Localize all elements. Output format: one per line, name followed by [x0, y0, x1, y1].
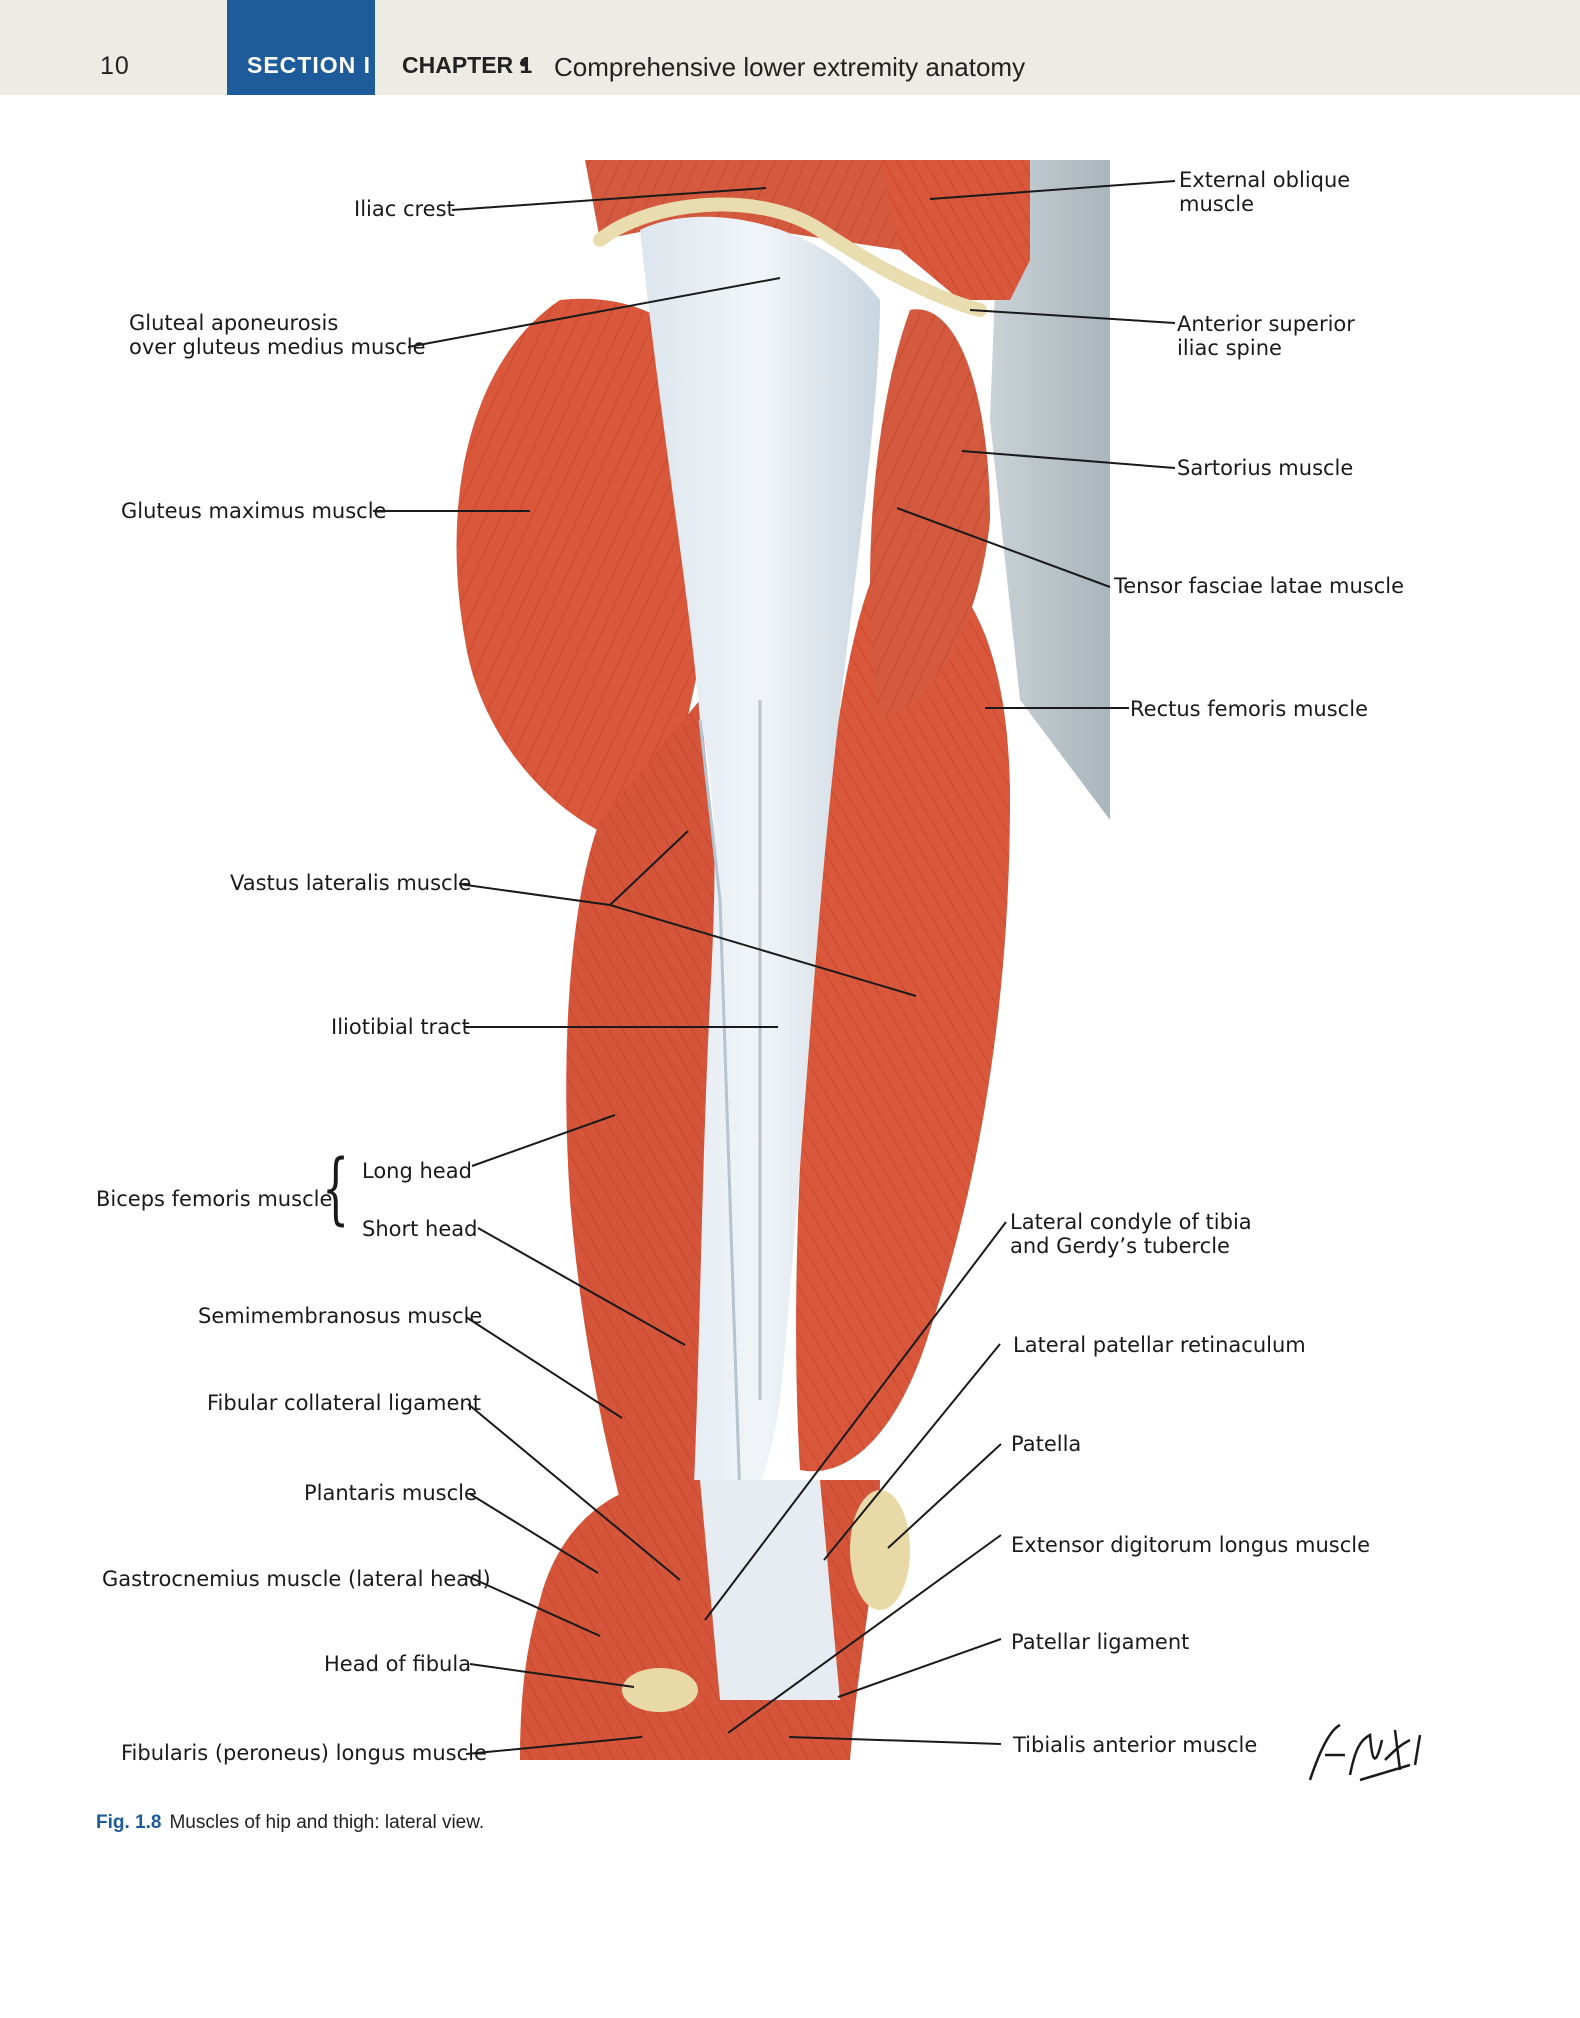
label-tibialis-anterior: Tibialis anterior muscle: [1013, 1733, 1258, 1757]
figure-number: Fig. 1.8: [96, 1812, 162, 1833]
label-lateral-patellar-retinaculum: Lateral patellar retinaculum: [1013, 1333, 1306, 1357]
label-semimembranosus: Semimembranosus muscle: [198, 1304, 483, 1328]
label-extensor-digitorum: Extensor digitorum longus muscle: [1011, 1533, 1370, 1557]
leader-lines: [373, 180, 1176, 1755]
label-external-oblique-1: External oblique: [1179, 168, 1351, 192]
section-label: SECTION I: [247, 52, 372, 78]
label-fibularis-longus: Fibularis (peroneus) longus muscle: [121, 1741, 487, 1765]
header-bullet: •: [519, 50, 528, 77]
label-iliotibial-tract: Iliotibial tract: [331, 1015, 470, 1039]
patella-bone: [850, 1490, 910, 1610]
iliac-crest: [593, 197, 987, 317]
label-vastus-lateralis: Vastus lateralis muscle: [230, 871, 472, 895]
label-biceps-femoris: Biceps femoris muscle: [96, 1187, 333, 1211]
page-number: 10: [100, 52, 130, 80]
netter-signature: [1308, 1723, 1422, 1782]
chapter-title: Comprehensive lower extremity anatomy: [554, 52, 1026, 82]
label-tensor-fasciae-latae: Tensor fasciae latae muscle: [1114, 574, 1405, 598]
label-lateral-condyle-1: Lateral condyle of tibia: [1010, 1210, 1252, 1234]
label-asis-2: iliac spine: [1177, 336, 1282, 360]
label-lateral-condyle-2: and Gerdy’s tubercle: [1010, 1234, 1230, 1258]
chapter-label: CHAPTER 1: [402, 52, 533, 78]
section-tab: [227, 0, 375, 95]
label-patella: Patella: [1011, 1432, 1082, 1456]
patellar-ligament-shape: [700, 1480, 840, 1700]
label-head-of-fibula: Head of fibula: [324, 1652, 472, 1676]
label-iliac-crest: Iliac crest: [354, 197, 455, 221]
label-short-head: Short head: [362, 1217, 478, 1241]
label-fibular-collateral: Fibular collateral ligament: [207, 1391, 481, 1415]
label-rectus-femoris: Rectus femoris muscle: [1130, 697, 1368, 721]
label-gastrocnemius: Gastrocnemius muscle (lateral head): [102, 1567, 491, 1591]
figure-caption-text: Muscles of hip and thigh: lateral view.: [169, 1812, 485, 1833]
label-asis-1: Anterior superior: [1177, 312, 1355, 336]
abdominal-wall: [990, 160, 1110, 820]
label-sartorius: Sartorius muscle: [1177, 456, 1354, 480]
head-of-fibula-bone: [622, 1668, 698, 1712]
label-long-head: Long head: [362, 1159, 472, 1183]
label-gluteal-aponeurosis-1: Gluteal aponeurosis: [129, 311, 339, 335]
biceps-brace: {: [322, 1144, 350, 1234]
label-patellar-ligament: Patellar ligament: [1011, 1630, 1190, 1654]
label-plantaris: Plantaris muscle: [304, 1481, 477, 1505]
figure-caption: Fig. 1.8 Muscles of hip and thigh: latera…: [96, 1812, 484, 1834]
label-gluteus-maximus: Gluteus maximus muscle: [121, 499, 387, 523]
label-external-oblique-2: muscle: [1179, 192, 1255, 216]
label-gluteal-aponeurosis-2: over gluteus medius muscle: [129, 335, 426, 359]
